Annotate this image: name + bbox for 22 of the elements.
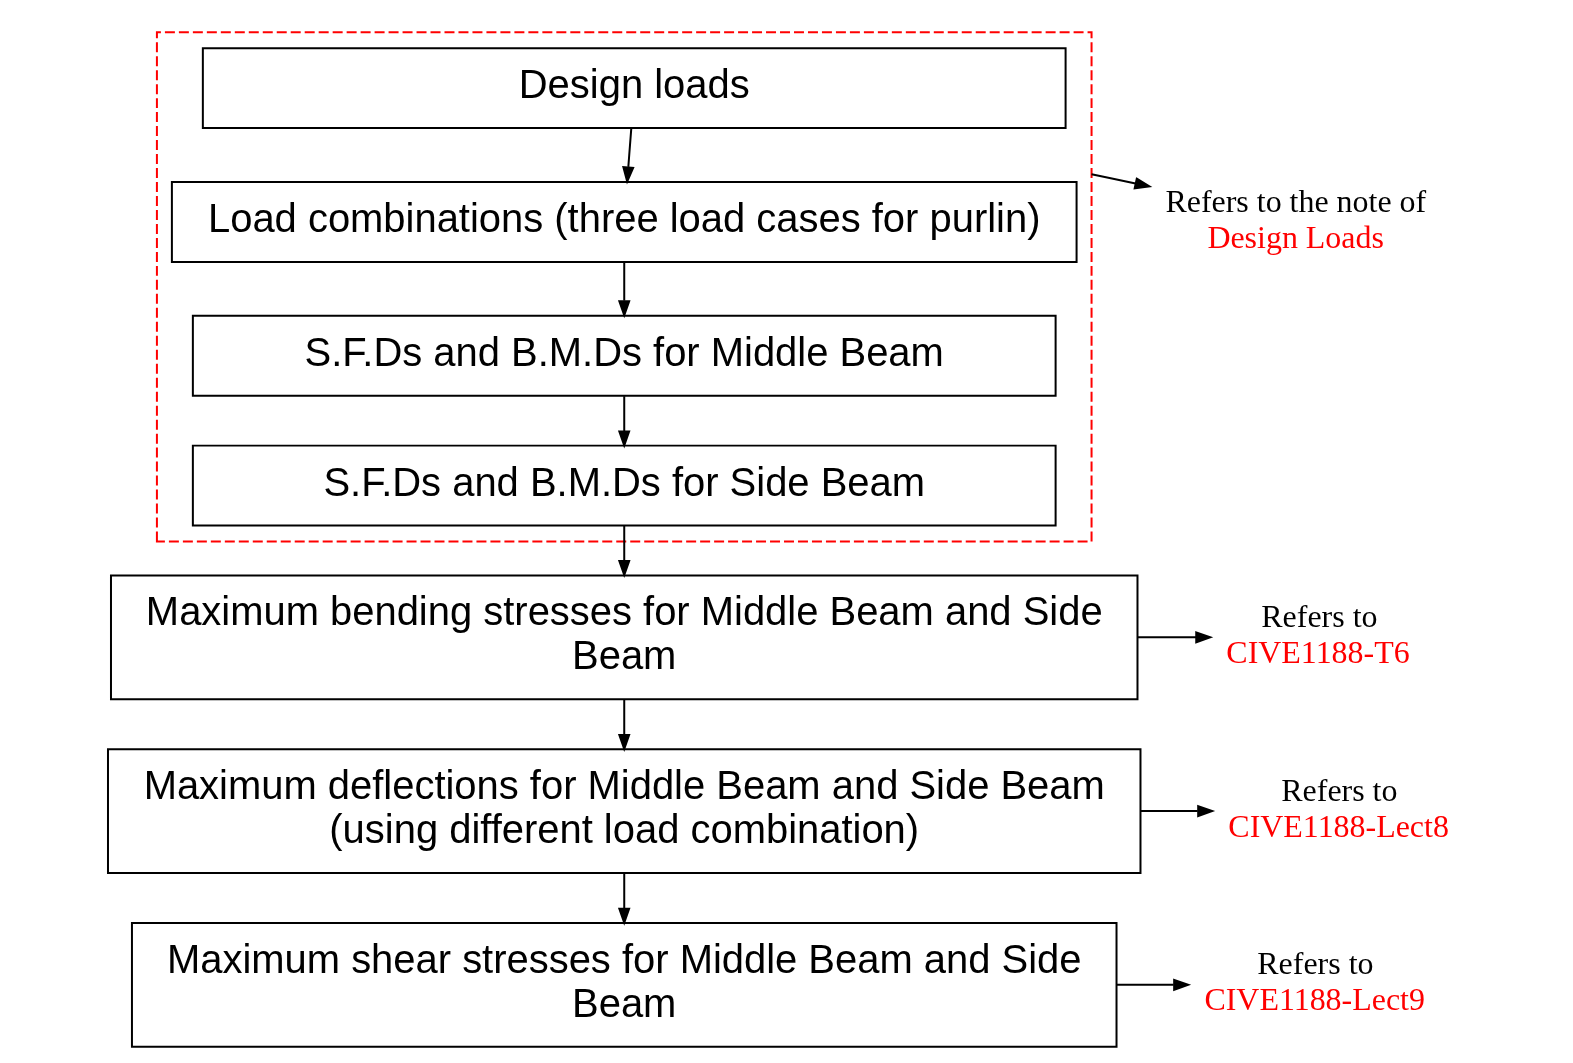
arrow — [1090, 173, 1152, 190]
node-box: Load combinations (three load cases for purlin) — [170, 181, 1078, 263]
node-box: Maximum bending stresses for Middle Beam and Side Beam — [109, 574, 1138, 701]
node-text: Refers to the note of Design Loads — [1164, 183, 1426, 255]
node-box: S.F.Ds and B.M.Ds for Side Beam — [191, 444, 1057, 527]
arrow — [1139, 804, 1215, 818]
arrow — [1136, 631, 1213, 644]
arrow — [617, 698, 631, 752]
node-text: Refers to CIVE1188-T6 — [1225, 598, 1410, 670]
cluster — [155, 31, 1093, 543]
node-text: Refers to CIVE1188-Lect8 — [1227, 772, 1449, 844]
arrow — [1115, 978, 1191, 992]
node-box: Maximum shear stresses for Middle Beam and Side Beam — [130, 921, 1117, 1048]
arrow — [617, 524, 631, 579]
node-box: S.F.Ds and B.M.Ds for Middle Beam — [191, 314, 1057, 397]
node-text: Refers to CIVE1188-Lect9 — [1203, 946, 1425, 1018]
node-box: Maximum deflections for Middle Beam and Side Beam (using different load combination) — [106, 748, 1141, 874]
arrow — [617, 395, 631, 449]
arrow — [621, 127, 635, 185]
arrow — [617, 872, 631, 926]
node-box: Design loads — [201, 47, 1067, 130]
arrow — [617, 261, 631, 319]
